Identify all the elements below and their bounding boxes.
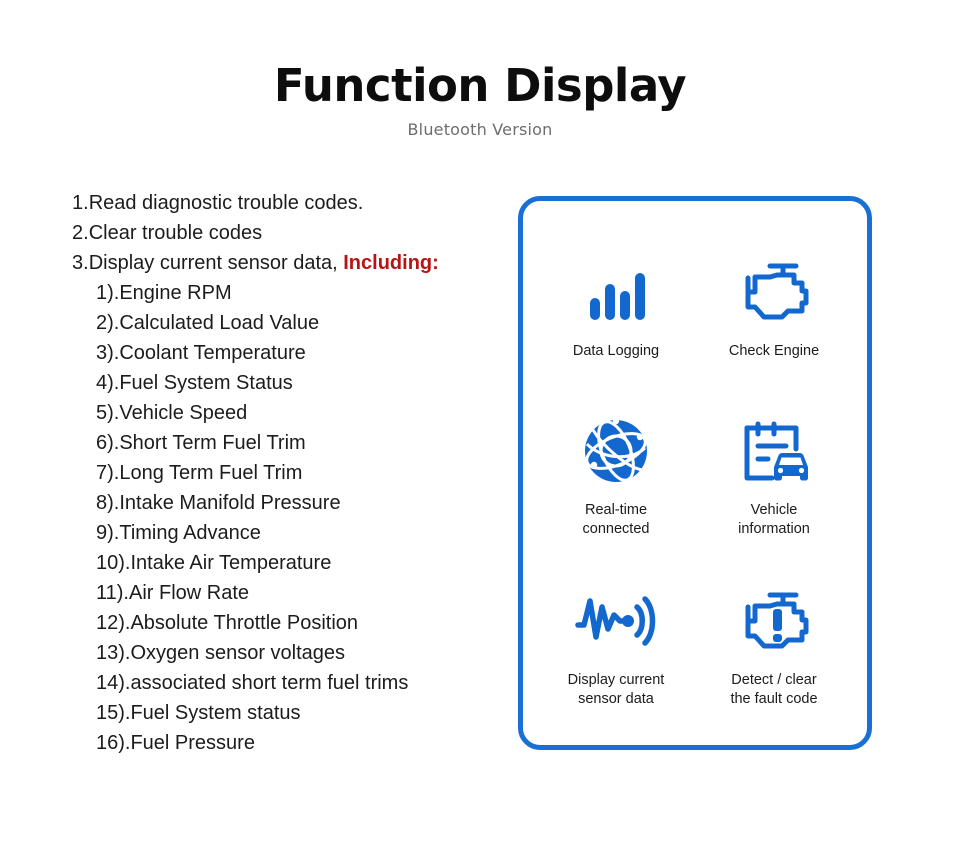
page-subtitle: Bluetooth Version: [407, 120, 553, 140]
icon-cell-data-logging[interactable]: Data Logging: [537, 221, 695, 390]
list-item-label: Short Term Fuel Trim: [119, 432, 306, 454]
icon-cell-vehicle-information[interactable]: Vehicle information: [695, 390, 853, 559]
icon-caption: Real-time connected: [582, 502, 650, 538]
list-item: 7).Long Term Fuel Trim: [72, 458, 502, 488]
network-globe-icon: [580, 410, 652, 492]
list-item-number: 3).: [96, 342, 120, 364]
list-item-number: 2.: [72, 222, 89, 244]
list-item-number: 9).: [96, 522, 120, 544]
list-item: 4).Fuel System Status: [72, 368, 502, 398]
list-item: 3.Display current sensor data, Including…: [72, 248, 502, 278]
list-item-label: Intake Air Temperature: [130, 552, 332, 574]
list-item: 11).Air Flow Rate: [72, 578, 502, 608]
clipboard-car-icon: [738, 410, 810, 492]
icon-caption: Check Engine: [728, 342, 820, 359]
list-item: 2.Clear trouble codes: [72, 218, 502, 248]
list-item-label: associated short term fuel trims: [130, 672, 409, 694]
list-item-number: 10).: [96, 552, 131, 574]
list-item: 13).Oxygen sensor voltages: [72, 638, 502, 668]
list-item-number: 12).: [96, 612, 131, 634]
list-item-number: 2).: [96, 312, 120, 334]
icon-cell-display-sensor-data[interactable]: Display current sensor data: [537, 560, 695, 729]
list-item: 14).associated short term fuel trims: [72, 668, 502, 698]
icon-caption: Data Logging: [572, 342, 660, 359]
waveform-signal-icon: [575, 580, 657, 662]
list-item-number: 13).: [96, 642, 131, 664]
list-item: 15).Fuel System status: [72, 698, 502, 728]
list-item-label: Timing Advance: [119, 522, 261, 544]
list-item: 1).Engine RPM: [72, 278, 502, 308]
icon-cell-check-engine[interactable]: Check Engine: [695, 221, 853, 390]
list-item-number: 1.: [72, 192, 89, 214]
list-item: 2).Calculated Load Value: [72, 308, 502, 338]
list-item: 8).Intake Manifold Pressure: [72, 488, 502, 518]
list-item-number: 4).: [96, 372, 120, 394]
list-item: 5).Vehicle Speed: [72, 398, 502, 428]
bar-chart-icon: [584, 251, 648, 333]
list-item-label: Fuel System status: [130, 702, 301, 724]
list-item-label: Oxygen sensor voltages: [130, 642, 346, 664]
list-item-number: 16).: [96, 732, 131, 754]
list-item-label: Read diagnostic trouble codes.: [88, 192, 364, 214]
icon-caption: Display current sensor data: [567, 671, 665, 707]
list-item-number: 14).: [96, 672, 131, 694]
list-item-number: 6).: [96, 432, 120, 454]
list-item: 1.Read diagnostic trouble codes.: [72, 188, 502, 218]
list-item: 10).Intake Air Temperature: [72, 548, 502, 578]
list-item-number: 15).: [96, 702, 131, 724]
list-item: 6).Short Term Fuel Trim: [72, 428, 502, 458]
list-item-number: 8).: [96, 492, 120, 514]
list-item-label: Intake Manifold Pressure: [119, 492, 341, 514]
list-item-label: Engine RPM: [119, 282, 232, 304]
icon-cell-real-time-connected[interactable]: Real-time connected: [537, 390, 695, 559]
icon-grid: Data Logging Check Engine: [523, 201, 867, 745]
function-icon-panel: Data Logging Check Engine: [518, 196, 872, 750]
list-item-number: 7).: [96, 462, 120, 484]
list-item-label: Coolant Temperature: [119, 342, 306, 364]
list-item-label: Fuel System Status: [119, 372, 293, 394]
list-item-emphasis: Including:: [343, 252, 439, 274]
list-item-label: Vehicle Speed: [119, 402, 248, 424]
list-item: 9).Timing Advance: [72, 518, 502, 548]
list-item-label: Clear trouble codes: [88, 222, 263, 244]
icon-caption: Detect / clear the fault code: [730, 671, 818, 707]
feature-list: 1.Read diagnostic trouble codes. 2.Clear…: [72, 188, 502, 758]
icon-cell-detect-clear-fault-code[interactable]: Detect / clear the fault code: [695, 560, 853, 729]
list-item: 16).Fuel Pressure: [72, 728, 502, 758]
list-item-number: 1).: [96, 282, 120, 304]
list-item-label: Long Term Fuel Trim: [119, 462, 303, 484]
page-title: Function Display: [273, 59, 687, 112]
page-header: Function Display Bluetooth Version: [0, 59, 960, 140]
icon-caption: Vehicle information: [738, 502, 810, 538]
list-item: 3).Coolant Temperature: [72, 338, 502, 368]
list-item-label: Display current sensor data,: [88, 252, 344, 274]
list-item-label: Air Flow Rate: [128, 582, 250, 604]
list-item-label: Calculated Load Value: [119, 312, 320, 334]
engine-warning-icon: [736, 580, 812, 662]
list-item-label: Fuel Pressure: [130, 732, 255, 754]
list-item-label: Absolute Throttle Position: [130, 612, 359, 634]
list-item-number: 3.: [72, 252, 89, 274]
check-engine-icon: [736, 251, 812, 333]
list-item-number: 11).: [96, 582, 129, 604]
list-item-number: 5).: [96, 402, 120, 424]
list-item: 12).Absolute Throttle Position: [72, 608, 502, 638]
